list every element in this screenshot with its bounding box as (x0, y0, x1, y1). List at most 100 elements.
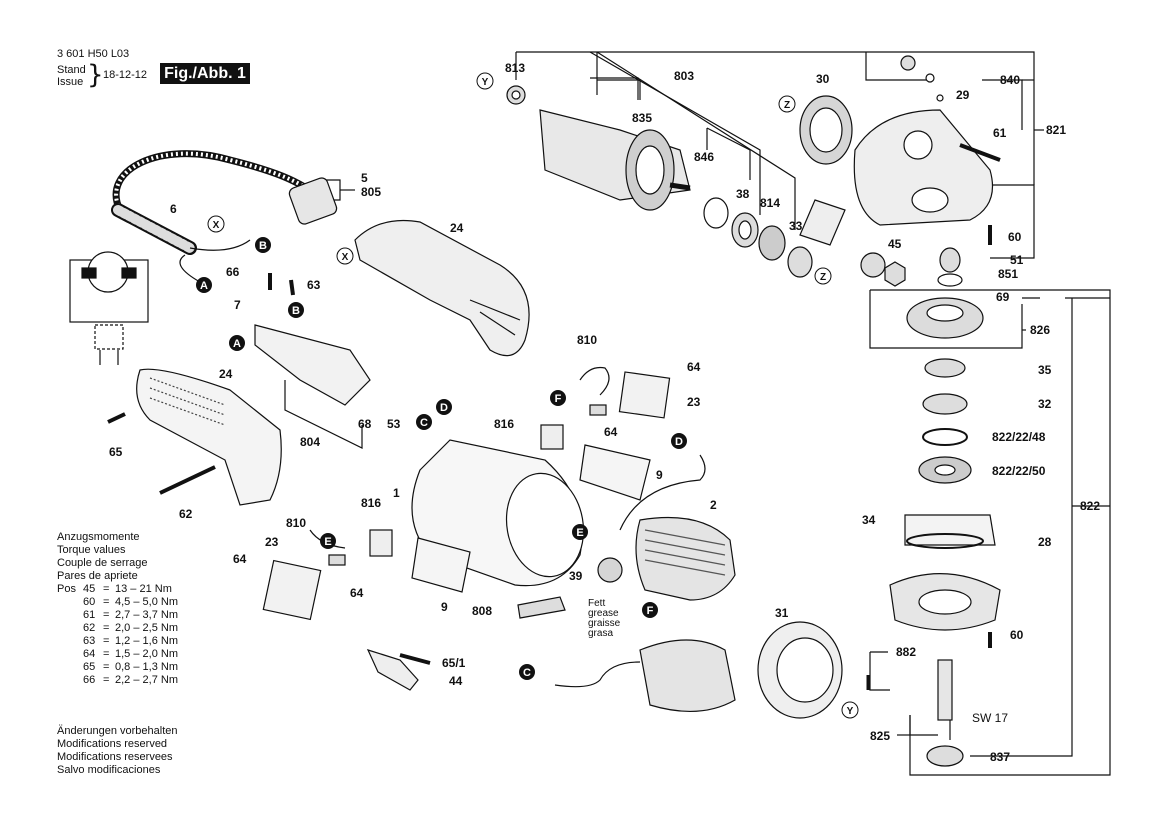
torque-pos: 61 (83, 609, 96, 621)
marker-z-1: Z (778, 95, 796, 113)
marker-b-2: B (288, 302, 304, 318)
gear-housing-part (853, 109, 994, 226)
torque-heading-2: Couple de serrage (57, 557, 148, 569)
note-line: Änderungen vorbehalten (57, 725, 178, 737)
svg-text:B: B (259, 240, 267, 252)
marker-c-1: C (416, 414, 432, 430)
label-39: 39 (569, 569, 583, 583)
torque-value: 13 – 21 Nm (115, 583, 172, 595)
washer-846 (703, 197, 729, 229)
label-60-a: 60 (1008, 230, 1022, 244)
screw-61 (959, 143, 1001, 162)
torque-table: Anzugsmomente Torque values Couple de se… (57, 531, 195, 687)
bearing-837 (926, 745, 964, 767)
label-53: 53 (387, 417, 401, 431)
label-804: 804 (300, 435, 320, 449)
part-808 (517, 596, 566, 619)
part-814 (758, 225, 786, 261)
label-23-a: 23 (687, 395, 701, 409)
label-826: 826 (1030, 323, 1050, 337)
label-9-b: 9 (441, 600, 448, 614)
marker-d-2: D (671, 433, 687, 449)
part-spindle-lock (799, 199, 846, 246)
label-813: 813 (505, 61, 525, 75)
pinion-part (860, 252, 886, 278)
marker-y-1: Y (476, 72, 494, 90)
label-64-b: 64 (604, 425, 618, 439)
svg-text:X: X (342, 252, 349, 263)
spindle-part (937, 659, 953, 721)
torque-pos: 65 (83, 661, 96, 673)
svg-text:D: D (675, 436, 683, 448)
brace-glyph: } (87, 60, 104, 90)
torque-row: Pos 45 = 13 – 21 Nm (57, 583, 195, 596)
field-coil-part (635, 516, 736, 601)
torque-pos: 60 (83, 596, 96, 608)
label-29: 29 (956, 88, 970, 102)
torque-heading-0: Anzugsmomente (57, 531, 140, 543)
torque-value: 2,0 – 2,5 Nm (115, 622, 178, 634)
circlip-822-48 (922, 428, 968, 446)
label-6: 6 (170, 202, 177, 216)
torque-value: 4,5 – 5,0 Nm (115, 596, 178, 608)
label-63: 63 (307, 278, 321, 292)
torque-row: 63 = 1,2 – 1,6 Nm (57, 635, 195, 648)
oring-28 (906, 533, 984, 549)
label-65: 65 (109, 445, 123, 459)
torque-sym: = (103, 648, 110, 660)
torque-row: 60 = 4,5 – 5,0 Nm (57, 596, 195, 609)
svg-text:F: F (647, 605, 654, 617)
label-1: 1 (393, 486, 400, 500)
label-sw17: SW 17 (972, 711, 1008, 725)
switch-part (254, 324, 371, 406)
torque-value: 2,2 – 2,7 Nm (115, 674, 178, 686)
torque-sym: = (103, 596, 110, 608)
svg-text:F: F (555, 393, 562, 405)
label-33: 33 (789, 219, 803, 233)
label-822-22-50: 822/22/50 (992, 464, 1046, 478)
screw-65-1 (399, 653, 431, 665)
marker-a-2: A (229, 335, 245, 351)
torque-value: 1,5 – 2,0 Nm (115, 648, 178, 660)
label-68: 68 (358, 417, 372, 431)
brush-holder-816b (369, 529, 393, 557)
part-51 (939, 247, 961, 273)
screw-62 (159, 465, 216, 495)
part-840-cap (900, 55, 916, 71)
cover-23b (262, 559, 322, 621)
grease-note-3: grasa (588, 628, 613, 639)
screw-63 (289, 279, 295, 296)
leader-line (516, 51, 1035, 185)
modification-notes: Änderungen vorbehalten Modifications res… (57, 725, 177, 777)
label-837: 837 (990, 750, 1010, 764)
label-24-b: 24 (219, 367, 233, 381)
torque-row: 65 = 0,8 – 1,3 Nm (57, 661, 195, 674)
insulation-9b (411, 537, 471, 593)
label-5: 5 (361, 171, 368, 185)
ring-851 (937, 273, 963, 287)
brush-810a (589, 404, 607, 416)
bearing-33 (787, 246, 813, 278)
issue-date: 18-12-12 (103, 69, 148, 81)
wire-b (189, 239, 251, 251)
torque-pos: 64 (83, 648, 96, 660)
svg-text:A: A (200, 280, 208, 292)
note-line: Modifications reserved (57, 738, 168, 750)
svg-text:Y: Y (482, 77, 489, 88)
grease-note-1: grease (588, 608, 619, 619)
svg-text:B: B (292, 305, 300, 317)
svg-text:E: E (576, 527, 583, 539)
label-2: 2 (710, 498, 717, 512)
torque-pos: 45 (83, 583, 96, 595)
label-24-a: 24 (450, 221, 464, 235)
part-32 (922, 393, 968, 415)
torque-row: 61 = 2,7 – 3,7 Nm (57, 609, 195, 622)
brush-holder-816a (540, 424, 564, 450)
label-814: 814 (760, 196, 780, 210)
torque-pos: 62 (83, 622, 96, 634)
torque-heading-3: Pares de apriete (57, 570, 138, 582)
label-821: 821 (1046, 123, 1066, 137)
torque-row: 66 = 2,2 – 2,7 Nm (57, 674, 195, 687)
label-35: 35 (1038, 363, 1052, 377)
label-840: 840 (1000, 73, 1020, 87)
